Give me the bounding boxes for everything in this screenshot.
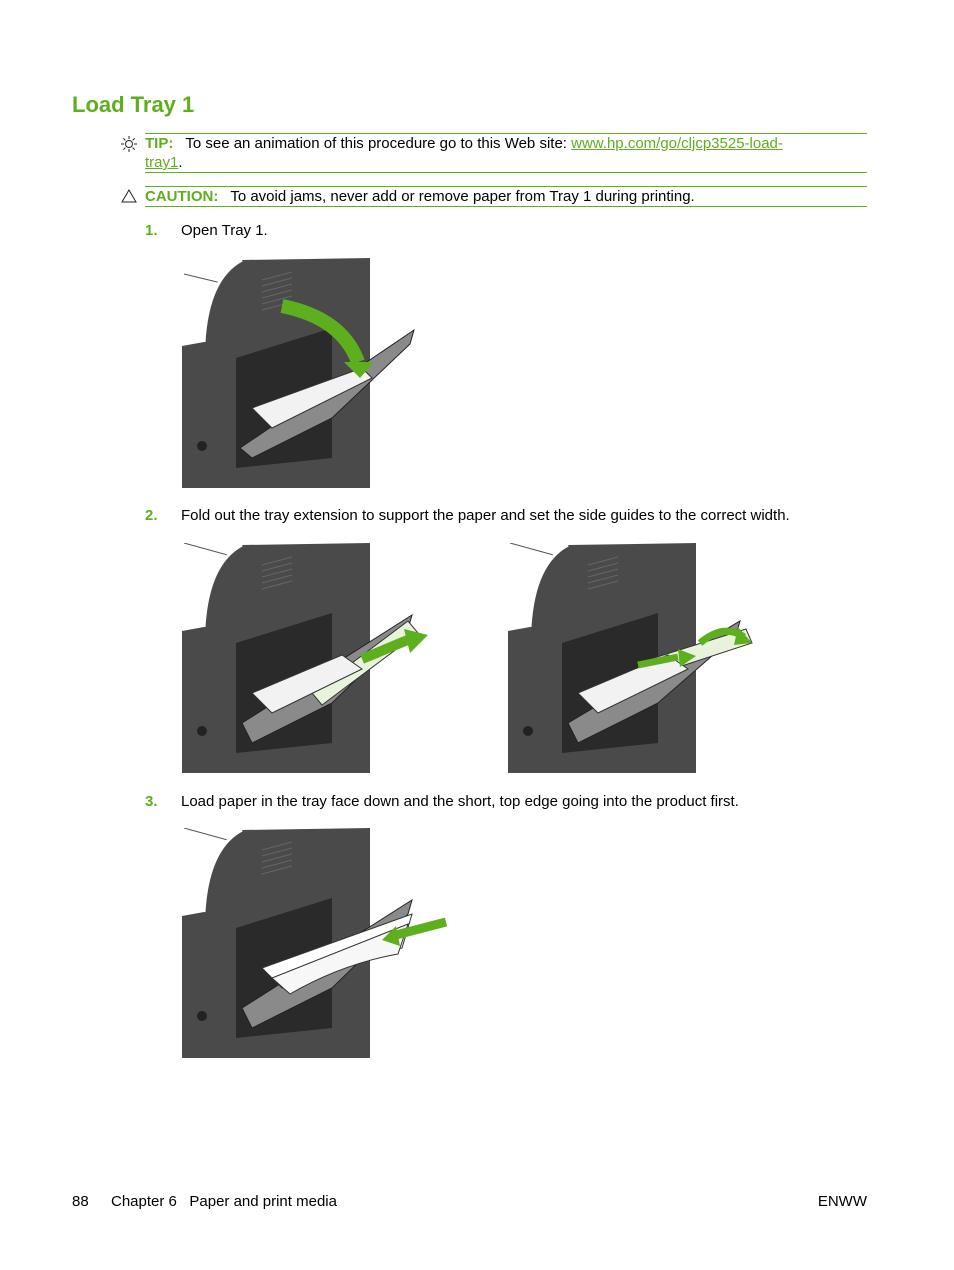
- illustration-load-paper: [182, 828, 462, 1058]
- tip-text: To see an animation of this procedure go…: [185, 135, 567, 152]
- footer-chapter: Chapter 6 Paper and print media: [111, 1193, 337, 1210]
- footer-page-number: 88: [72, 1193, 89, 1210]
- step-3-number: 3.: [145, 793, 158, 810]
- tip-label: TIP:: [145, 135, 174, 152]
- step-2-number: 2.: [145, 507, 158, 524]
- tip-link[interactable]: www.hp.com/go/cljcp3525-load-tray1: [145, 135, 783, 171]
- illustration-open-tray: [182, 258, 422, 488]
- caution-note: CAUTION: To avoid jams, never add or remo…: [145, 186, 867, 207]
- step-3-text: Load paper in the tray face down and the…: [181, 793, 739, 810]
- footer-edition: ENWW: [817, 1193, 867, 1210]
- lightbulb-icon: [120, 135, 138, 153]
- caution-triangle-icon: [121, 188, 137, 204]
- tip-note: TIP: To see an animation of this procedur…: [145, 133, 867, 173]
- illustration-side-guides: [508, 543, 758, 773]
- page-title: Load Tray 1: [72, 92, 195, 117]
- step-1-number: 1.: [145, 222, 158, 239]
- caution-text: To avoid jams, never add or remove paper…: [230, 188, 695, 205]
- illustration-fold-extension: [182, 543, 432, 773]
- step-1-text: Open Tray 1.: [181, 222, 268, 239]
- step-2-text: Fold out the tray extension to support t…: [181, 507, 790, 524]
- caution-label: CAUTION:: [145, 188, 219, 205]
